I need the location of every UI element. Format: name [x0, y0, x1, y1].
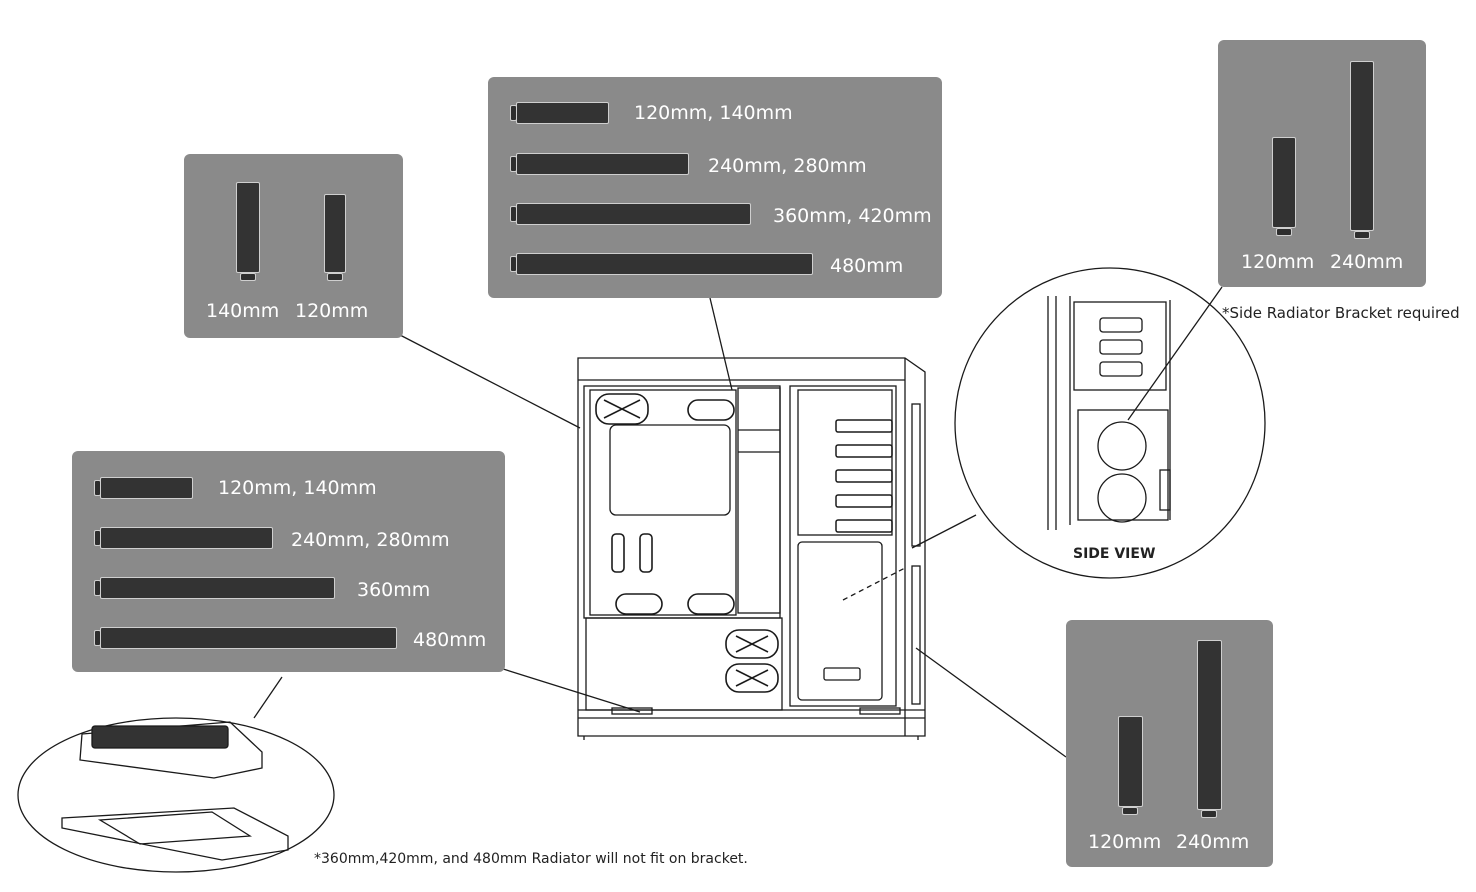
callout-lines: [253, 286, 1223, 758]
radiator-fitting-icon: [1201, 810, 1217, 818]
radiator-240-icon: [1350, 61, 1374, 231]
radiator-fitting-icon: [1122, 807, 1138, 815]
radiator-size-label: 120mm, 140mm: [218, 477, 377, 499]
bottom-left-radiator-panel: 120mm, 140mm 240mm, 280mm 360mm 480mm: [72, 451, 505, 672]
radiator-size-label: 240mm: [1330, 251, 1404, 273]
radiator-size-label: 120mm: [295, 300, 369, 322]
radiator-size-label: 480mm: [413, 629, 487, 651]
radiator-size-label: 360mm, 420mm: [773, 205, 932, 227]
bracket-circle: [17, 717, 335, 873]
drive-sleds: [835, 419, 893, 533]
radiator-size-label: 240mm, 280mm: [708, 155, 867, 177]
top-center-radiator-panel: 120mm, 140mm 240mm, 280mm 360mm, 420mm 4…: [488, 77, 942, 298]
radiator-480-icon: [516, 253, 813, 275]
radiator-size-label: 480mm: [830, 255, 904, 277]
radiator-fitting-icon: [327, 273, 343, 281]
bottom-right-radiator-panel: 120mm 240mm: [1066, 620, 1273, 867]
radiator-120-icon: [324, 194, 346, 273]
radiator-240-280-icon: [100, 527, 273, 549]
side-bracket-note: *Side Radiator Bracket required: [1222, 304, 1460, 322]
radiator-120-icon: [1272, 137, 1296, 228]
side-view-label: SIDE VIEW: [1073, 546, 1156, 562]
radiator-size-label: 140mm: [206, 300, 280, 322]
radiator-size-label: 120mm, 140mm: [634, 102, 793, 124]
radiator-size-label: 120mm: [1241, 251, 1315, 273]
radiator-fitting-icon: [1354, 231, 1370, 239]
radiator-fitting-icon: [1276, 228, 1292, 236]
right-top-radiator-panel: 120mm 240mm: [1218, 40, 1426, 287]
side-view-circle: [954, 267, 1266, 579]
radiator-360-icon: [100, 577, 335, 599]
radiator-480-icon: [100, 627, 397, 649]
bracket-fit-note: *360mm,420mm, and 480mm Radiator will no…: [314, 851, 748, 867]
radiator-size-label: 240mm: [1176, 831, 1250, 853]
radiator-120-140-icon: [100, 477, 193, 499]
pc-case: [577, 357, 926, 740]
radiator-360-420-icon: [516, 203, 751, 225]
fan-cutouts: [595, 393, 779, 693]
radiator-size-label: 240mm, 280mm: [291, 529, 450, 551]
radiator-fitting-icon: [240, 273, 256, 281]
radiator-240-280-icon: [516, 153, 689, 175]
radiator-120-icon: [1118, 716, 1143, 807]
radiator-size-label: 120mm: [1088, 831, 1162, 853]
radiator-240-icon: [1197, 640, 1222, 810]
left-top-radiator-panel: 140mm 120mm: [184, 154, 403, 338]
radiator-120-140-icon: [516, 102, 609, 124]
radiator-140-icon: [236, 182, 260, 273]
radiator-size-label: 360mm: [357, 579, 431, 601]
